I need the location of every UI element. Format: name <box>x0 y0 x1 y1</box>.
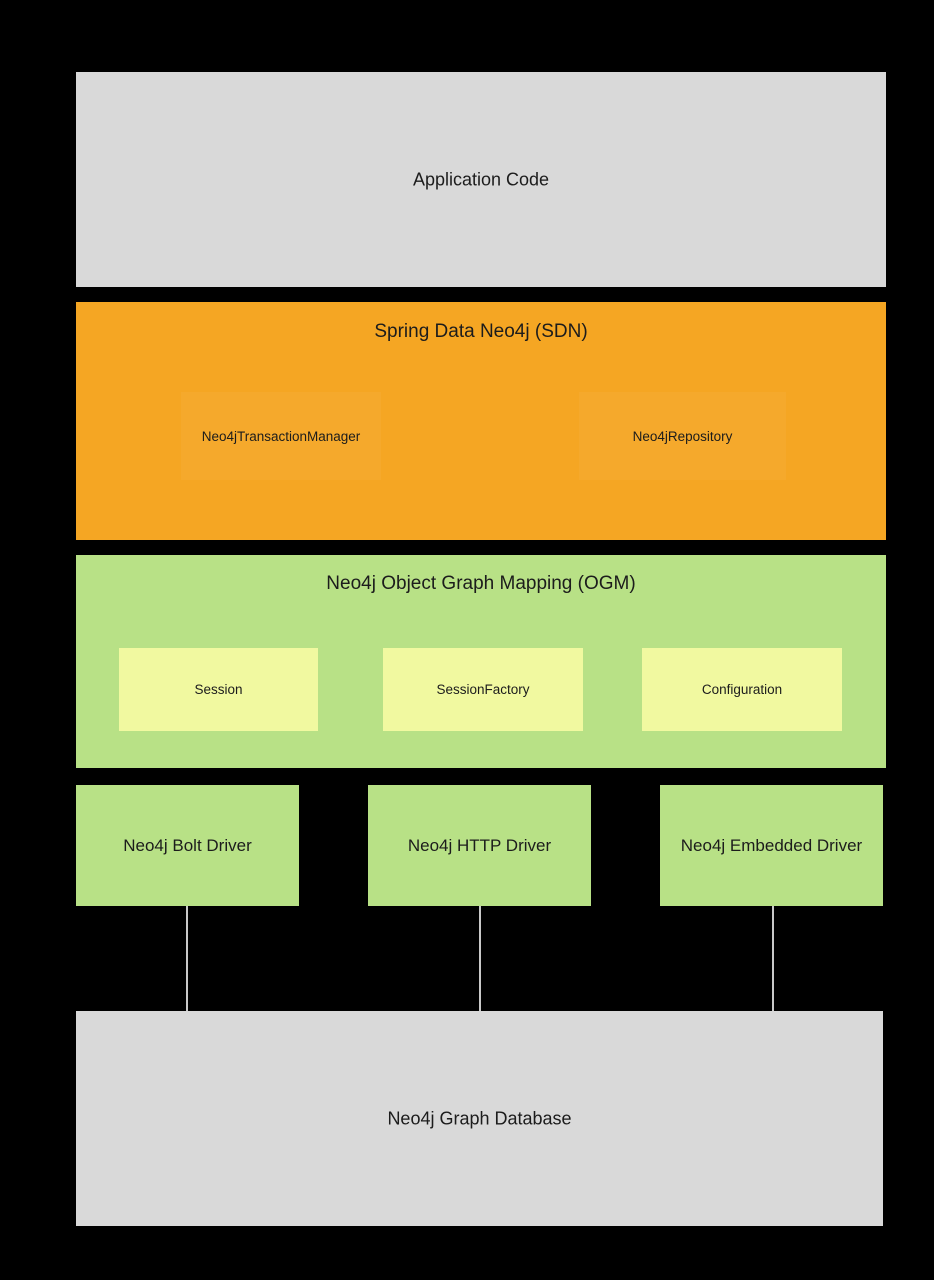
component-session-factory-label: SessionFactory <box>436 682 530 697</box>
connector-http-to-database <box>479 906 481 1011</box>
layer-application-code-label: Application Code <box>412 169 550 189</box>
layer-spring-data-neo4j: Spring Data Neo4j (SDN) Neo4jTransaction… <box>76 302 886 540</box>
component-neo4j-repository: Neo4jRepository <box>579 392 786 480</box>
component-neo4j-repository-label: Neo4jRepository <box>632 428 733 444</box>
component-bolt-driver-label: Neo4j Bolt Driver <box>123 835 252 855</box>
layer-graph-database: Neo4j Graph Database <box>76 1011 883 1226</box>
component-http-driver: Neo4j HTTP Driver <box>368 785 591 906</box>
layer-spring-data-neo4j-title: Spring Data Neo4j (SDN) <box>374 321 588 342</box>
layer-neo4j-ogm: Neo4j Object Graph Mapping (OGM) Session… <box>76 555 886 768</box>
component-embedded-driver-label: Neo4j Embedded Driver <box>680 835 863 855</box>
component-session-factory: SessionFactory <box>383 648 583 731</box>
layer-application-code: Application Code <box>76 72 886 287</box>
connector-bolt-to-database <box>186 906 188 1011</box>
component-http-driver-label: Neo4j HTTP Driver <box>407 835 552 855</box>
component-embedded-driver: Neo4j Embedded Driver <box>660 785 883 906</box>
layer-graph-database-label: Neo4j Graph Database <box>387 1108 572 1128</box>
component-session: Session <box>119 648 318 731</box>
component-session-label: Session <box>194 682 243 697</box>
component-configuration: Configuration <box>642 648 842 731</box>
layer-neo4j-ogm-title: Neo4j Object Graph Mapping (OGM) <box>326 573 636 594</box>
component-neo4j-transaction-manager: Neo4jTransactionManager <box>181 392 381 480</box>
component-configuration-label: Configuration <box>701 682 783 697</box>
component-bolt-driver: Neo4j Bolt Driver <box>76 785 299 906</box>
connector-embedded-to-database <box>772 906 774 1011</box>
component-neo4j-transaction-manager-label: Neo4jTransactionManager <box>201 428 361 444</box>
